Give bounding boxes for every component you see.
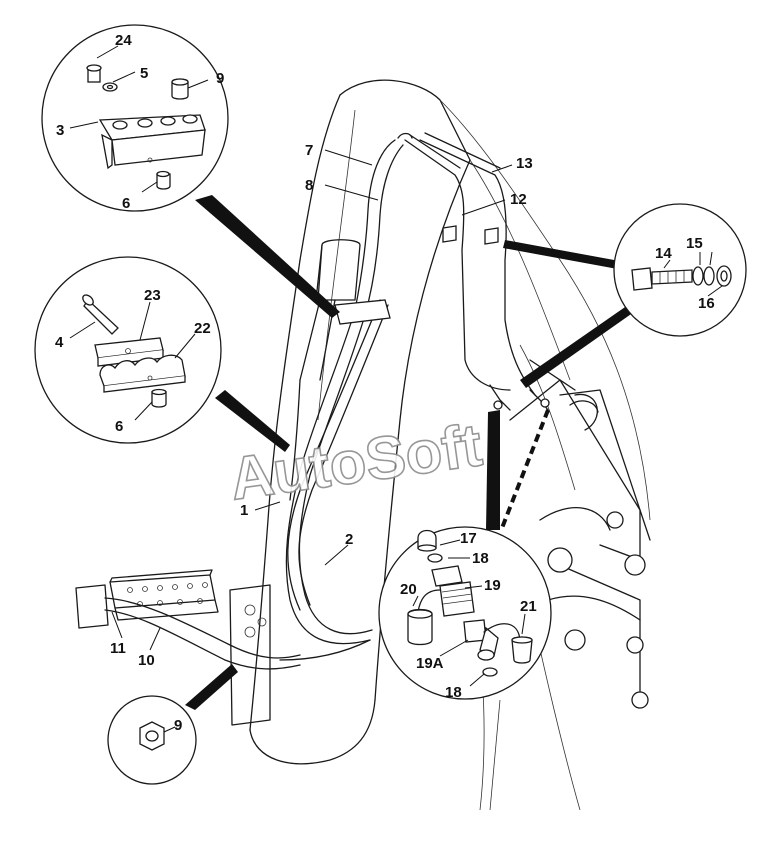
callout-19: 19 — [484, 577, 501, 594]
callout-2: 2 — [345, 531, 353, 548]
callout-14: 14 — [655, 245, 672, 262]
callout-1: 1 — [240, 502, 248, 519]
callout-5: 5 — [140, 65, 148, 82]
callout-22: 22 — [194, 320, 211, 337]
detail-circle-bolt: 14 15 16 — [503, 203, 747, 388]
detail-circle-quick-couplers: 17 18 19 20 21 19A 18 — [378, 409, 552, 701]
callout-6: 6 — [122, 195, 130, 212]
callout-23: 23 — [144, 287, 161, 304]
main-callouts: 7 8 13 12 1 2 11 10 — [110, 142, 533, 669]
callout-11: 11 — [110, 640, 126, 657]
callout-7: 7 — [305, 142, 313, 159]
callout-8: 8 — [305, 177, 313, 194]
detail-circle-clamp-middle: 23 22 4 6 — [34, 256, 290, 452]
machine-body — [75, 79, 651, 811]
callout-18: 18 — [445, 684, 462, 701]
callout-13: 13 — [516, 155, 533, 172]
callout-4: 4 — [55, 334, 64, 351]
callout-24: 24 — [115, 32, 132, 49]
callout-3: 3 — [56, 122, 64, 139]
callout-6: 6 — [115, 418, 123, 435]
callout-16: 16 — [698, 295, 715, 312]
callout-21: 21 — [520, 598, 537, 615]
callout-12: 12 — [510, 191, 527, 208]
callout-20: 20 — [400, 581, 417, 598]
callout-9: 9 — [216, 70, 224, 87]
detail-circle-nut: 9 — [107, 664, 238, 785]
hydraulic-pipes — [104, 132, 550, 670]
callout-17: 17 — [460, 530, 477, 547]
callout-15: 15 — [686, 235, 703, 252]
callout-10: 10 — [138, 652, 155, 669]
callout-9: 9 — [174, 717, 182, 734]
callout-19a: 19A — [416, 655, 444, 672]
callout-18: 18 — [472, 550, 489, 567]
detail-circle-clamp-top: 24 5 9 3 6 — [41, 24, 340, 318]
